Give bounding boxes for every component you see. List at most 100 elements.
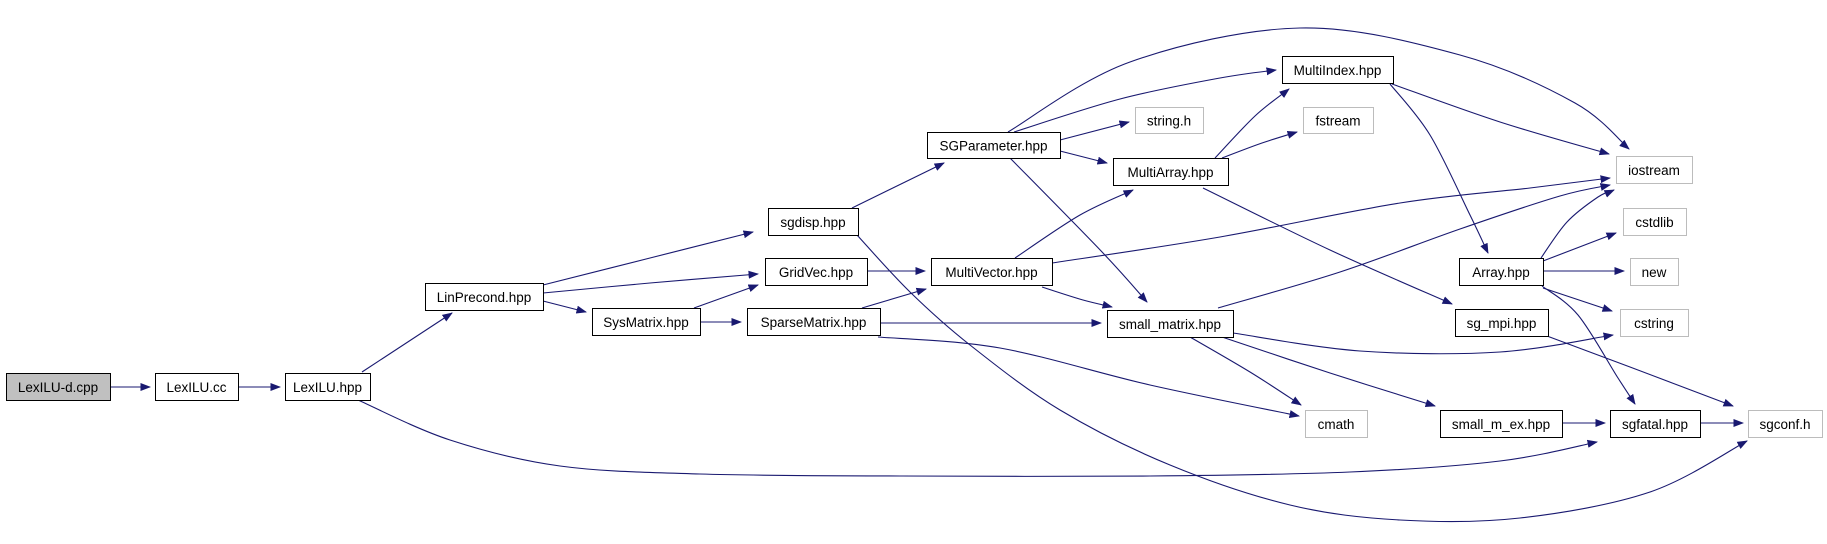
node-smallmatrix[interactable]: small_matrix.hpp xyxy=(1107,310,1234,338)
node-label-sysmatrix: SysMatrix.hpp xyxy=(603,315,689,330)
node-box-newh xyxy=(1630,258,1679,286)
node-box-stringh xyxy=(1135,107,1204,134)
edge-smallmatrix-to-iostream xyxy=(1217,183,1611,309)
node-box-iostream xyxy=(1616,156,1693,184)
edge-smallmatrix-to-cstring xyxy=(1232,332,1614,355)
node-cstdlib[interactable]: cstdlib xyxy=(1623,208,1687,236)
edge-array-to-iostream xyxy=(1540,189,1615,259)
node-box-multiindex xyxy=(1282,56,1394,84)
edge-linprecond-to-gridvec xyxy=(542,270,759,294)
node-label-cstdlib: cstdlib xyxy=(1635,215,1673,230)
node-label-sgmpi: sg_mpi.hpp xyxy=(1467,316,1537,331)
node-lexilu_cc[interactable]: LexILU.cc xyxy=(155,373,239,401)
node-label-lexilu_hpp: LexILU.hpp xyxy=(293,380,362,395)
node-label-sgfatal: sgfatal.hpp xyxy=(1622,417,1688,432)
node-label-cstring: cstring xyxy=(1634,316,1674,331)
node-label-multiindex: MultiIndex.hpp xyxy=(1294,63,1382,78)
node-label-lexilu_cc: LexILU.cc xyxy=(166,380,226,395)
node-lexilu_d: LexILU-d.cpp xyxy=(6,373,111,401)
node-box-sgmpi xyxy=(1455,309,1549,337)
node-box-smallmatrix xyxy=(1107,310,1234,338)
edge-multiarray-to-fstream xyxy=(1221,130,1298,159)
edge-sparsematrix-to-multivector xyxy=(861,287,927,309)
node-label-smallmatrix: small_matrix.hpp xyxy=(1119,317,1221,332)
node-newh[interactable]: new xyxy=(1630,258,1679,286)
node-sgparameter[interactable]: SGParameter.hpp xyxy=(927,132,1061,159)
node-box-multivector xyxy=(931,258,1053,286)
edge-lexilu_hpp-to-sgfatal xyxy=(357,399,1598,477)
node-cstring[interactable]: cstring xyxy=(1620,309,1689,337)
node-label-multivector: MultiVector.hpp xyxy=(945,265,1037,280)
node-label-array: Array.hpp xyxy=(1472,265,1530,280)
edge-array-to-cstdlib xyxy=(1542,232,1617,262)
node-box-smallmex xyxy=(1440,410,1563,438)
node-sysmatrix[interactable]: SysMatrix.hpp xyxy=(592,308,701,336)
edge-multiarray-to-multiindex xyxy=(1214,88,1290,159)
node-multiindex[interactable]: MultiIndex.hpp xyxy=(1282,56,1394,84)
node-label-fstream: fstream xyxy=(1315,114,1360,129)
node-box-sparsematrix xyxy=(747,308,881,336)
node-label-multiarray: MultiArray.hpp xyxy=(1127,165,1213,180)
edge-sgmpi-to-sgconf xyxy=(1546,335,1734,407)
node-label-stringh: string.h xyxy=(1147,114,1191,129)
node-label-iostream: iostream xyxy=(1628,163,1680,178)
edge-sgparameter-to-multiarray xyxy=(1059,150,1108,165)
node-label-linprecond: LinPrecond.hpp xyxy=(437,290,532,305)
node-label-sgconf: sgconf.h xyxy=(1759,417,1810,432)
node-linprecond[interactable]: LinPrecond.hpp xyxy=(425,283,544,311)
node-box-cmath xyxy=(1305,410,1368,438)
edge-sgdisp-to-sgconf xyxy=(856,234,1748,523)
node-box-sgfatal xyxy=(1610,410,1701,438)
node-multivector[interactable]: MultiVector.hpp xyxy=(931,258,1053,286)
node-box-lexilu_d xyxy=(6,373,111,401)
node-box-cstdlib xyxy=(1623,208,1687,236)
node-box-lexilu_hpp xyxy=(285,373,371,401)
edge-sgparameter-to-stringh xyxy=(1059,120,1130,141)
node-sgmpi[interactable]: sg_mpi.hpp xyxy=(1455,309,1549,337)
node-lexilu_hpp[interactable]: LexILU.hpp xyxy=(285,373,371,401)
edge-multiindex-to-array xyxy=(1389,83,1489,254)
edge-sgdisp-to-sgparameter xyxy=(851,162,945,209)
edge-lexilu_hpp-to-linprecond xyxy=(361,312,453,373)
node-sparsematrix[interactable]: SparseMatrix.hpp xyxy=(747,308,881,336)
node-box-gridvec xyxy=(765,258,868,286)
edge-multivector-to-multiarray xyxy=(1014,189,1134,259)
edge-sgparameter-to-iostream xyxy=(1007,27,1630,150)
node-box-sgdisp xyxy=(768,208,859,236)
node-sgconf[interactable]: sgconf.h xyxy=(1748,410,1823,438)
edges-layer xyxy=(110,27,1748,523)
node-box-sgconf xyxy=(1748,410,1823,438)
node-label-newh: new xyxy=(1642,265,1667,280)
node-label-lexilu_d: LexILU-d.cpp xyxy=(18,380,98,395)
node-box-fstream xyxy=(1303,107,1374,134)
edge-multivector-to-iostream xyxy=(1051,175,1611,264)
edge-linprecond-to-sysmatrix xyxy=(542,300,587,314)
node-box-array xyxy=(1459,258,1544,286)
node-box-sgparameter xyxy=(927,132,1061,159)
node-box-cstring xyxy=(1620,309,1689,337)
node-cmath[interactable]: cmath xyxy=(1305,410,1368,438)
node-iostream[interactable]: iostream xyxy=(1616,156,1693,184)
edge-smallmatrix-to-cmath xyxy=(1189,336,1302,406)
node-stringh[interactable]: string.h xyxy=(1135,107,1204,134)
node-fstream[interactable]: fstream xyxy=(1303,107,1374,134)
node-label-smallmex: small_m_ex.hpp xyxy=(1452,417,1550,432)
node-smallmex[interactable]: small_m_ex.hpp xyxy=(1440,410,1563,438)
edge-sparsematrix-to-cmath xyxy=(877,336,1300,418)
edge-array-to-cstring xyxy=(1542,287,1613,312)
edge-smallmatrix-to-smallmex xyxy=(1221,336,1436,407)
node-box-multiarray xyxy=(1113,158,1229,186)
node-sgfatal[interactable]: sgfatal.hpp xyxy=(1610,410,1701,438)
node-box-sysmatrix xyxy=(592,308,701,336)
node-box-linprecond xyxy=(425,283,544,311)
edge-sysmatrix-to-gridvec xyxy=(693,284,759,309)
node-label-sparsematrix: SparseMatrix.hpp xyxy=(761,315,867,330)
node-array[interactable]: Array.hpp xyxy=(1459,258,1544,286)
edge-multiarray-to-sgmpi xyxy=(1202,187,1453,305)
node-multiarray[interactable]: MultiArray.hpp xyxy=(1113,158,1229,186)
edge-sgparameter-to-smallmatrix xyxy=(1009,157,1148,303)
node-gridvec[interactable]: GridVec.hpp xyxy=(765,258,868,286)
node-sgdisp[interactable]: sgdisp.hpp xyxy=(768,208,859,236)
edge-multiindex-to-iostream xyxy=(1391,83,1610,156)
